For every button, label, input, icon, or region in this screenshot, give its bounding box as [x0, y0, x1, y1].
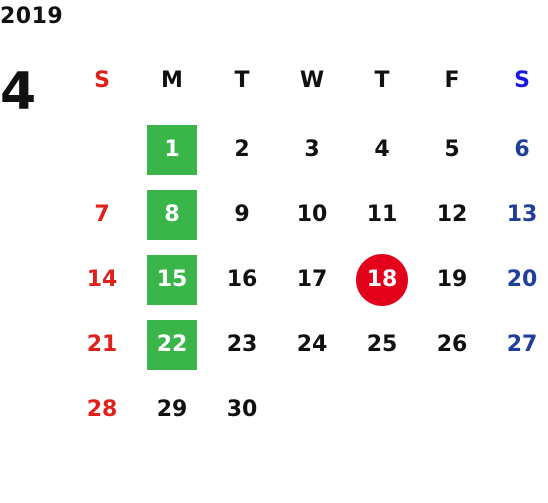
day-number: 27	[506, 332, 538, 357]
calendar-day-3[interactable]: 3	[282, 125, 342, 175]
calendar-day-14[interactable]: 14	[72, 255, 132, 305]
calendar-day-19[interactable]: 19	[422, 255, 482, 305]
calendar-day-18[interactable]: 18	[352, 254, 412, 306]
day-number: 20	[506, 267, 538, 292]
calendar-day-1[interactable]: 1	[142, 125, 202, 175]
day-number: 22	[147, 320, 197, 370]
day-number: 8	[147, 190, 197, 240]
day-number: 11	[366, 202, 398, 227]
calendar-day-30[interactable]: 30	[212, 385, 272, 435]
calendar-day-16[interactable]: 16	[212, 255, 272, 305]
month-number: 4	[0, 62, 37, 122]
calendar-day-11[interactable]: 11	[352, 190, 412, 240]
day-number: 24	[296, 332, 328, 357]
day-number: 14	[86, 267, 118, 292]
day-number: 15	[147, 255, 197, 305]
day-number: 16	[226, 267, 258, 292]
weekday-tue: T	[234, 68, 250, 93]
day-number: 2	[234, 137, 250, 162]
calendar-day-8[interactable]: 8	[142, 190, 202, 240]
day-number: 18	[356, 254, 408, 306]
day-number: 10	[296, 202, 328, 227]
calendar-day-9[interactable]: 9	[212, 190, 272, 240]
calendar-day-5[interactable]: 5	[422, 125, 482, 175]
calendar-day-6[interactable]: 6	[492, 125, 548, 175]
calendar-day-2[interactable]: 2	[212, 125, 272, 175]
calendar-day-15[interactable]: 15	[142, 255, 202, 305]
day-number: 26	[436, 332, 468, 357]
calendar-day-21[interactable]: 21	[72, 320, 132, 370]
calendar-day-12[interactable]: 12	[422, 190, 482, 240]
day-number: 12	[436, 202, 468, 227]
calendar-day-23[interactable]: 23	[212, 320, 272, 370]
calendar-day-13[interactable]: 13	[492, 190, 548, 240]
weekday-thu: T	[374, 68, 390, 93]
day-number: 23	[226, 332, 258, 357]
calendar-day-10[interactable]: 10	[282, 190, 342, 240]
weekday-wed: W	[299, 68, 325, 93]
weekday-fri: F	[444, 68, 460, 93]
day-number: 6	[514, 137, 530, 162]
weekday-sat: S	[514, 68, 530, 93]
calendar-day-4[interactable]: 4	[352, 125, 412, 175]
day-number: 1	[147, 125, 197, 175]
day-number: 30	[226, 397, 258, 422]
calendar-day-24[interactable]: 24	[282, 320, 342, 370]
calendar-day-26[interactable]: 26	[422, 320, 482, 370]
day-number: 4	[374, 137, 390, 162]
calendar-day-22[interactable]: 22	[142, 320, 202, 370]
day-number: 17	[296, 267, 328, 292]
day-number: 7	[94, 202, 110, 227]
calendar-day-7[interactable]: 7	[72, 190, 132, 240]
day-number: 25	[366, 332, 398, 357]
calendar-day-28[interactable]: 28	[72, 385, 132, 435]
calendar-day-27[interactable]: 27	[492, 320, 548, 370]
day-number: 21	[86, 332, 118, 357]
calendar-day-17[interactable]: 17	[282, 255, 342, 305]
day-number: 5	[444, 137, 460, 162]
day-number: 28	[86, 397, 118, 422]
calendar-day-29[interactable]: 29	[142, 385, 202, 435]
weekday-sun: S	[94, 68, 110, 93]
calendar-day-25[interactable]: 25	[352, 320, 412, 370]
day-number: 19	[436, 267, 468, 292]
day-number: 9	[234, 202, 250, 227]
day-number: 3	[304, 137, 320, 162]
year-label: 2019	[0, 4, 64, 29]
day-number: 29	[156, 397, 188, 422]
day-number: 13	[506, 202, 538, 227]
weekday-mon: M	[161, 68, 183, 93]
calendar-day-20[interactable]: 20	[492, 255, 548, 305]
